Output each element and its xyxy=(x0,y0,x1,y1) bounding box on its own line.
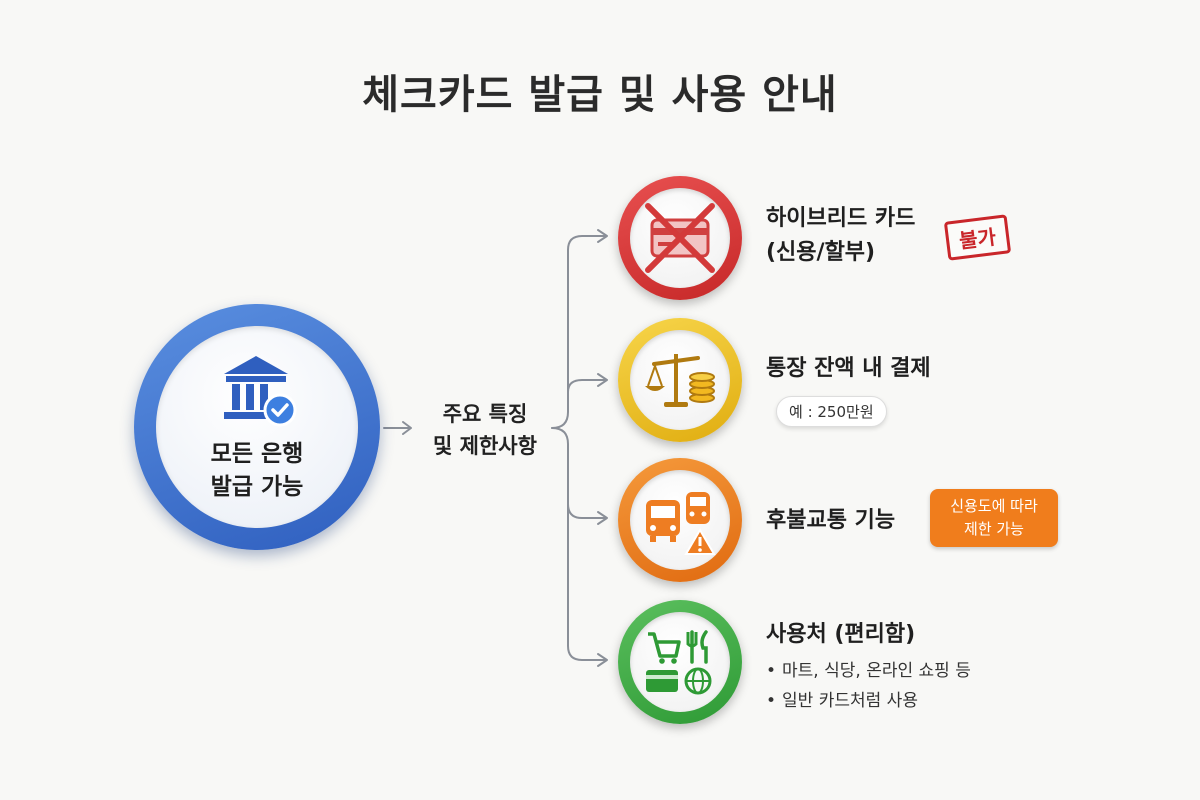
cart-dining-card-globe-icon xyxy=(646,630,712,695)
bullet-icon: • xyxy=(766,661,777,681)
connector-item-2 xyxy=(567,379,607,401)
page-title: 체크카드 발급 및 사용 안내 xyxy=(362,72,838,118)
item-title-deferred-transit: 후불교통 기능 xyxy=(766,508,896,533)
connector-item-4 xyxy=(567,499,607,661)
arrow-head-1 xyxy=(597,229,608,243)
arrow-head-hub xyxy=(402,421,412,435)
main-label: 모든 은행 발급 가능 xyxy=(156,438,358,504)
main-circle-all-banks: 모든 은행 발급 가능 xyxy=(134,304,380,550)
item-title-line2: (신용/할부) xyxy=(766,240,876,265)
hub-label: 주요 특징 및 제한사항 xyxy=(410,398,560,462)
usage-bullet-list: •마트, 식당, 온라인 쇼핑 등 •일반 카드처럼 사용 xyxy=(766,656,971,716)
item-circle-deferred-transit xyxy=(618,458,742,582)
item-circle-inner xyxy=(630,330,730,430)
balance-scale-coins-icon xyxy=(645,354,715,407)
item-title-hybrid-card: 하이브리드 카드 (신용/할부) xyxy=(766,202,915,270)
item-circle-inner xyxy=(630,470,730,570)
credit-limit-badge: 신용도에 따라 제한 가능 xyxy=(930,489,1058,547)
item-title-usage: 사용처 (편리함) xyxy=(766,622,916,647)
list-item: •일반 카드처럼 사용 xyxy=(766,686,971,716)
connector-item-1 xyxy=(551,235,607,429)
main-label-line2: 발급 가능 xyxy=(210,474,304,500)
arrow-head-2 xyxy=(597,373,608,387)
bullet-text: 마트, 식당, 온라인 쇼핑 등 xyxy=(782,661,971,681)
badge-line1: 신용도에 따라 xyxy=(950,497,1038,515)
item-circle-inner xyxy=(630,188,730,288)
arrow-head-3 xyxy=(597,511,608,525)
item-title-balance-payment: 통장 잔액 내 결제 xyxy=(766,356,931,381)
list-item: •마트, 식당, 온라인 쇼핑 등 xyxy=(766,656,971,686)
bus-train-warning-icon xyxy=(646,492,716,555)
main-label-line1: 모든 은행 xyxy=(210,441,304,467)
hub-label-line2: 및 제한사항 xyxy=(433,434,537,458)
not-allowed-stamp: 불가 xyxy=(943,214,1011,261)
bank-check-icon xyxy=(224,356,297,427)
arrow-head-4 xyxy=(597,653,608,667)
item-circle-hybrid-card xyxy=(618,176,742,300)
main-circle-inner: 모든 은행 발급 가능 xyxy=(156,326,358,528)
item-title-line1: 하이브리드 카드 xyxy=(766,206,916,231)
item-circle-balance-payment xyxy=(618,318,742,442)
bullet-icon: • xyxy=(766,691,777,711)
item-circle-usage xyxy=(618,600,742,724)
credit-card-crossed-icon xyxy=(645,203,715,273)
bullet-text: 일반 카드처럼 사용 xyxy=(782,691,918,711)
example-amount-pill: 예 : 250만원 xyxy=(776,396,887,427)
connector-item-3 xyxy=(551,427,607,519)
hub-label-line1: 주요 특징 xyxy=(442,402,528,426)
badge-line2: 제한 가능 xyxy=(964,520,1024,538)
item-circle-inner xyxy=(630,612,730,712)
